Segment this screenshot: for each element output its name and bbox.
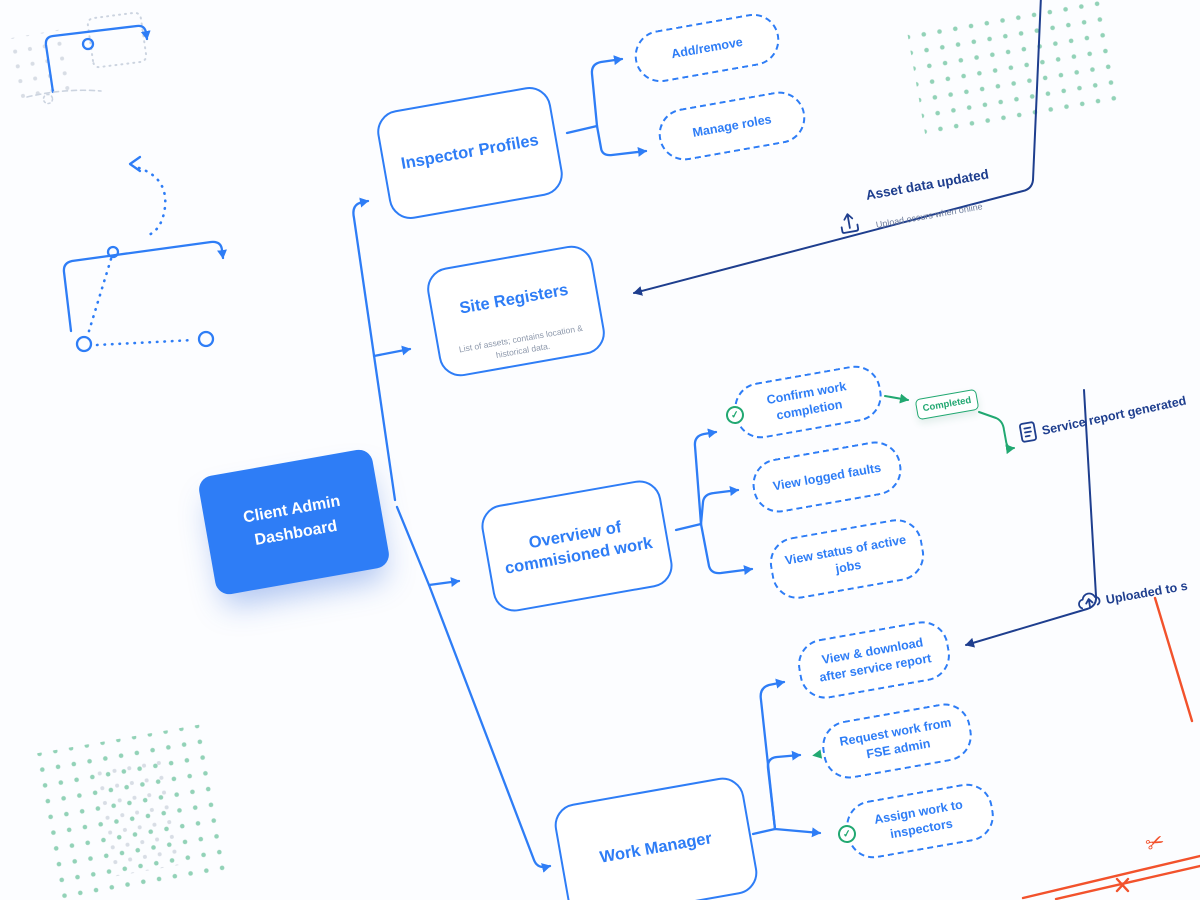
node-label: Overview of commisioned work	[503, 517, 654, 578]
edge-workmanager-request	[766, 750, 802, 831]
triangle-marker-icon: ◀	[810, 746, 823, 762]
node-label: Request work from FSE admin	[838, 715, 953, 762]
edge-inspector-addremove	[590, 55, 624, 128]
edge-service-report-to-cloud	[1083, 389, 1097, 597]
node-label: Assign work to inspectors	[873, 797, 964, 842]
node-label: Client Admin Dashboard	[242, 492, 342, 549]
node-label: Add/remove	[670, 34, 744, 61]
cloud-upload-icon	[1078, 592, 1101, 610]
edge-completed-servicereport	[978, 411, 1015, 455]
node-label: Confirm work completion	[765, 379, 848, 423]
node-label: Work Manager	[598, 829, 714, 868]
edge-dashboard-site	[372, 345, 412, 358]
upload-tray-icon	[840, 213, 860, 234]
edge-overview-stem	[674, 522, 703, 532]
corner-doodles	[26, 11, 227, 353]
edge-inspector-stem	[565, 124, 599, 135]
edge-workmanager-download	[759, 678, 786, 831]
node-label: Inspector Profiles	[399, 131, 541, 174]
status-edges	[884, 393, 1015, 455]
orange-cutline-decorations	[1021, 596, 1200, 900]
node-label: Manage roles	[691, 111, 773, 140]
edge-confirm-completed	[884, 393, 909, 404]
node-label: View logged faults	[771, 460, 883, 493]
badge-label: Completed	[921, 394, 973, 415]
node-label: View & download after service report	[818, 635, 933, 685]
node-label: View status of active jobs	[783, 532, 908, 577]
annotation-edges	[633, 0, 1098, 648]
report-document-icon	[1019, 421, 1037, 443]
dot-grid-decorations	[2, 0, 1124, 900]
edge-overview-faults	[699, 486, 740, 526]
edge-workmanager-assign	[773, 827, 822, 838]
node-label: Site Registers	[458, 281, 570, 318]
edge-asset-updated-to-site-registers	[633, 0, 1042, 296]
flow-edges	[352, 55, 822, 873]
edge-overview-status	[699, 522, 754, 575]
edge-overview-confirm	[693, 428, 718, 526]
edge-dashboard-workmanager	[395, 505, 552, 873]
edge-cloud-to-view-download	[965, 595, 1098, 648]
edge-workmanager-stem	[751, 827, 777, 836]
edge-dashboard-inspector	[352, 197, 397, 502]
edge-dashboard-overview	[427, 577, 461, 588]
edge-inspector-manageroles	[595, 124, 648, 157]
